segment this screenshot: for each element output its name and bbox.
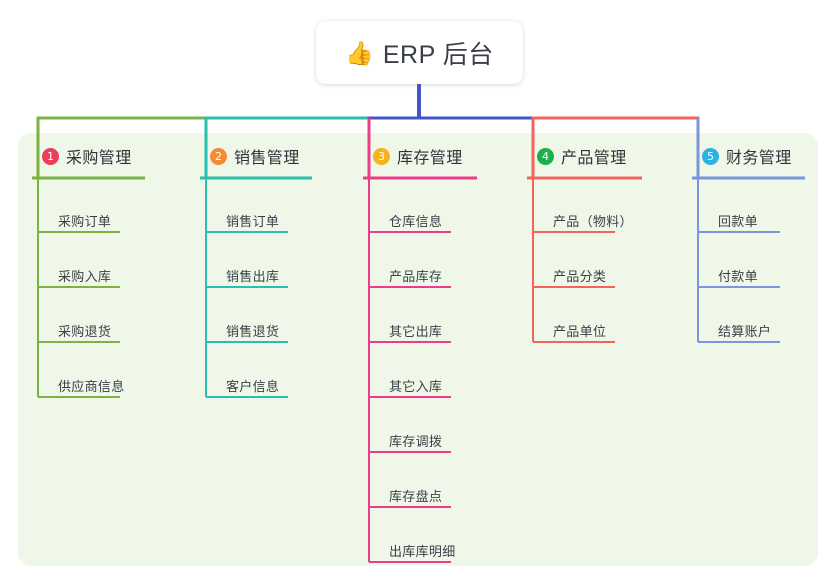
leaf-item[interactable]: 产品（物料）: [553, 214, 633, 229]
leaf-item[interactable]: 其它入库: [389, 379, 443, 394]
root-node[interactable]: 👍 ERP 后台: [316, 21, 523, 84]
leaf-item[interactable]: 库存盘点: [389, 489, 443, 504]
branch-badge-4: 4: [537, 147, 554, 165]
diagram-canvas: [18, 133, 818, 566]
branch-header-4[interactable]: 4 产品管理: [519, 144, 627, 168]
leaf-item[interactable]: 仓库信息: [389, 214, 443, 229]
leaf-item[interactable]: 销售出库: [226, 269, 280, 284]
root-title: ERP 后台: [382, 40, 494, 69]
leaf-item[interactable]: 供应商信息: [58, 379, 125, 394]
branch-header-2[interactable]: 2 销售管理: [192, 144, 300, 168]
branch-badge-1: 1: [42, 147, 59, 165]
branch-header-1[interactable]: 1 采购管理: [24, 144, 132, 168]
branch-column-4: 4 产品管理: [519, 144, 627, 168]
thumbs-up-icon: 👍: [345, 40, 374, 66]
leaf-item[interactable]: 销售订单: [226, 214, 280, 229]
leaf-item[interactable]: 采购订单: [58, 214, 112, 229]
branch-title-1: 采购管理: [66, 150, 132, 167]
branch-title-4: 产品管理: [561, 150, 627, 167]
branch-badge-2: 2: [210, 147, 227, 165]
leaf-item[interactable]: 销售退货: [226, 324, 280, 339]
leaf-item[interactable]: 采购退货: [58, 324, 112, 339]
branch-column-2: 2 销售管理: [192, 144, 300, 168]
leaf-item[interactable]: 其它出库: [389, 324, 443, 339]
leaf-item[interactable]: 结算账户: [718, 324, 772, 339]
leaf-item[interactable]: 付款单: [718, 269, 758, 284]
branch-column-1: 1 采购管理: [24, 144, 132, 168]
branch-title-3: 库存管理: [397, 150, 463, 167]
branch-title-5: 财务管理: [726, 150, 792, 167]
branch-column-3: 3 库存管理: [355, 144, 463, 168]
branch-title-2: 销售管理: [234, 150, 300, 167]
branch-badge-5: 5: [702, 147, 719, 165]
branch-header-3[interactable]: 3 库存管理: [355, 144, 463, 168]
leaf-item[interactable]: 库存调拨: [389, 434, 443, 449]
leaf-item[interactable]: 产品库存: [389, 269, 443, 284]
leaf-item[interactable]: 采购入库: [58, 269, 112, 284]
leaf-item[interactable]: 回款单: [718, 214, 758, 229]
leaf-item[interactable]: 出库库明细: [389, 544, 456, 559]
leaf-item[interactable]: 产品分类: [553, 269, 607, 284]
leaf-item[interactable]: 产品单位: [553, 324, 607, 339]
branch-badge-3: 3: [373, 147, 390, 165]
branch-header-5[interactable]: 5 财务管理: [684, 144, 792, 168]
branch-column-5: 5 财务管理: [684, 144, 792, 168]
leaf-item[interactable]: 客户信息: [226, 379, 280, 394]
